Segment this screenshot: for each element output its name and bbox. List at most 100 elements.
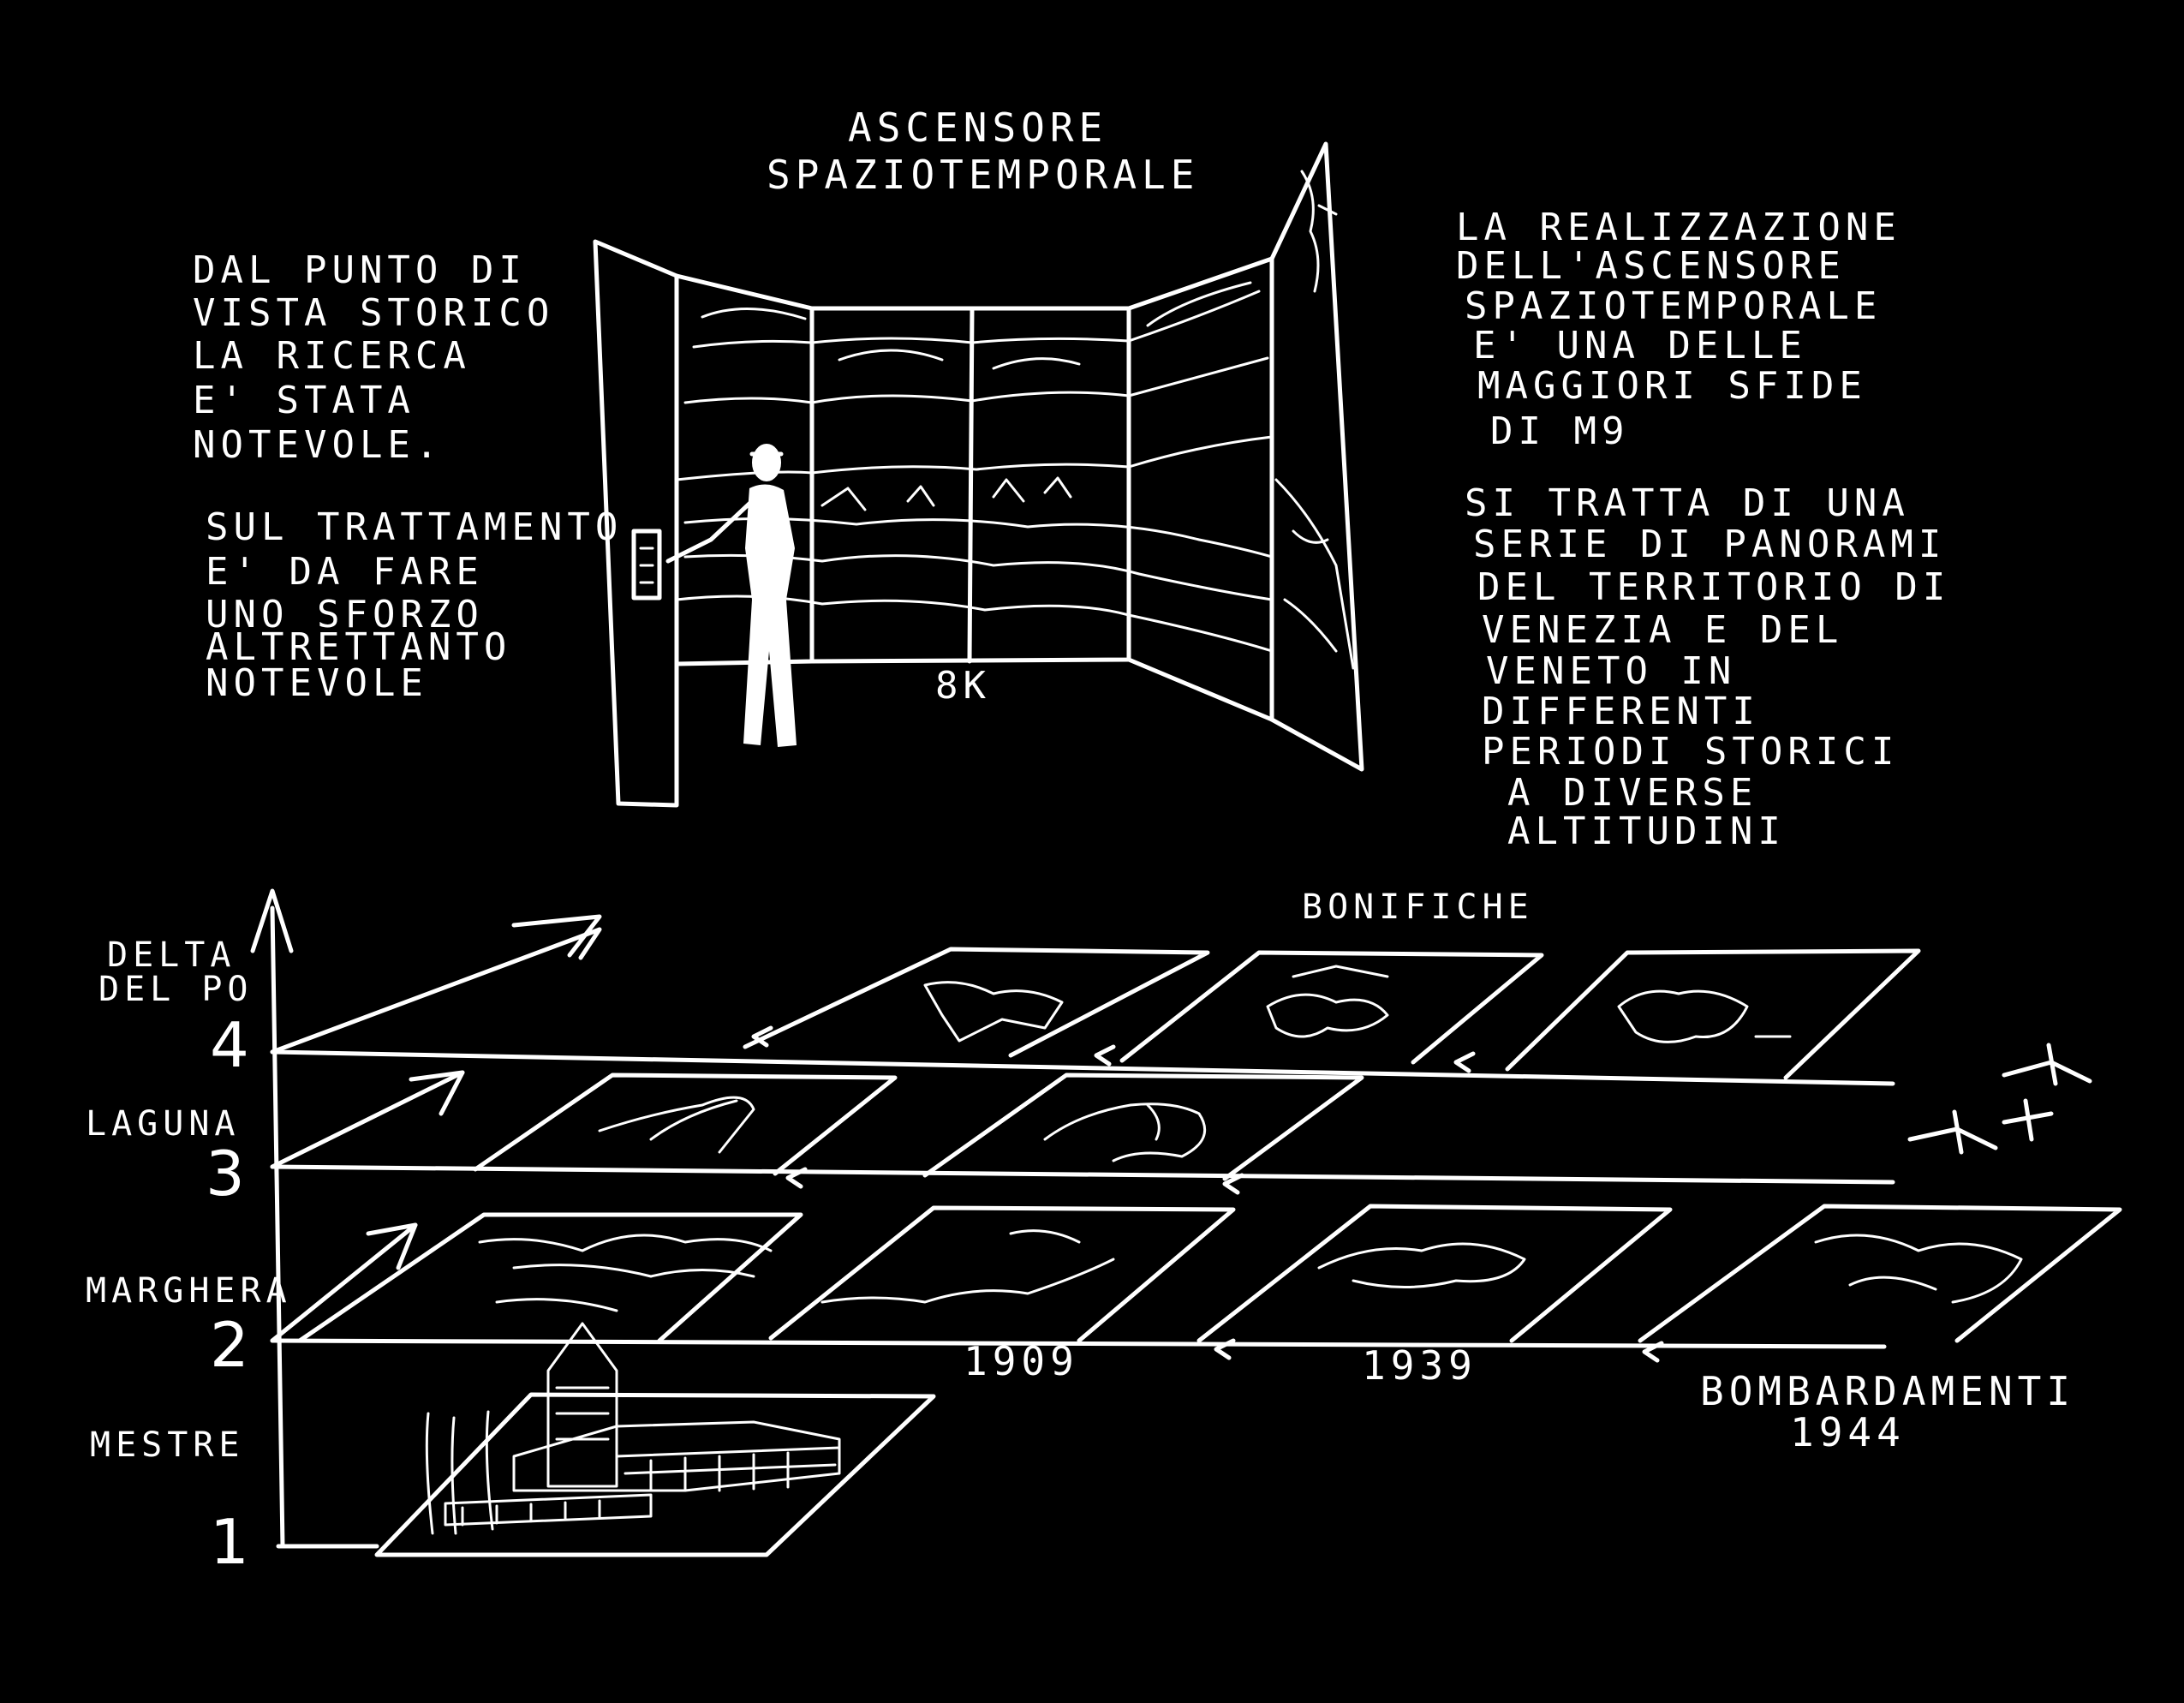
right-note-line: DEL TERRITORIO DI	[1477, 565, 1950, 609]
right-note-line: VENETO IN	[1486, 649, 1736, 693]
title-line-1: ASCENSORE	[848, 105, 1107, 151]
right-note: LA REALIZZAZIONE DELL'ASCENSORE SPAZIOTE…	[1456, 206, 1950, 853]
level-1-plane	[276, 1322, 936, 1557]
right-note-line: DI M9	[1490, 409, 1629, 453]
right-note-line: DELL'ASCENSORE	[1456, 244, 1846, 288]
depth-arrow-head	[409, 1070, 465, 1116]
left-note-line: E' DA FARE	[206, 550, 484, 594]
map-tile	[768, 1205, 1236, 1343]
year-label: 1939	[1362, 1342, 1477, 1389]
flow-arrow	[1214, 1338, 1664, 1363]
panorama-horizon	[675, 435, 1274, 481]
time-line	[270, 1164, 1895, 1185]
right-note-line: SI TRATTA DI UNA	[1465, 481, 1910, 525]
time-line	[270, 1049, 1895, 1086]
left-note-line: NOTEVOLE	[206, 661, 428, 705]
room-right-panel	[1126, 256, 1274, 722]
right-note-line: SERIE DI PANORAMI	[1473, 523, 1946, 566]
map-tile	[297, 1212, 803, 1343]
right-note-line: DIFFERENTI	[1482, 690, 1760, 733]
depth-arrow	[270, 1070, 465, 1169]
level-4-plane: BONIFICHE	[270, 887, 1921, 1086]
map-tile	[1505, 948, 1921, 1080]
person-figure	[665, 444, 797, 747]
left-note-line: VISTA STORICO	[193, 291, 554, 335]
room-left-wing	[593, 239, 679, 808]
map-tile	[743, 947, 1210, 1058]
map-sketch	[1266, 965, 1389, 1038]
map-tile	[473, 1073, 898, 1176]
right-note-line: ALTITUDINI	[1507, 810, 1786, 853]
level-number: 2	[210, 1309, 249, 1381]
map-sketch	[1317, 1242, 1526, 1288]
left-note-line: SUL TRATTAMENTO	[206, 505, 623, 549]
bonifiche-label: BONIFICHE	[1302, 887, 1534, 927]
panorama-coast	[1274, 478, 1355, 670]
time-line	[270, 1338, 1887, 1349]
depth-arrow	[270, 927, 602, 1055]
right-note-line: SPAZIOTEMPORALE	[1465, 284, 1882, 328]
level-name: DELTA	[107, 935, 236, 975]
map-tile	[1196, 1204, 1673, 1343]
right-note-line: MAGGIORI SFIDE	[1477, 364, 1867, 408]
map-sketch	[478, 1234, 773, 1312]
right-note-line: A DIVERSE	[1507, 771, 1757, 815]
depth-arrow	[270, 1222, 418, 1343]
flow-arrow	[751, 1025, 1476, 1073]
right-note-line: E' UNA DELLE	[1473, 324, 1807, 367]
level-labels: DELTA DEL PO 4 LAGUNA 3 MARGHERA 2 MESTR…	[86, 935, 292, 1578]
level-name: LAGUNA	[86, 1104, 241, 1144]
map-tile	[1119, 950, 1544, 1065]
right-note-line: PERIODI STORICI	[1482, 730, 1899, 774]
year-label: 1944	[1790, 1409, 1906, 1455]
room-center-seam	[967, 306, 975, 664]
title-block: ASCENSORE SPAZIOTEMPORALE	[767, 105, 1199, 198]
right-note-line: VENEZIA E DEL	[1482, 608, 1843, 652]
level-name: MARGHERA	[86, 1271, 292, 1311]
level-number: 3	[206, 1138, 245, 1210]
room-right-wing	[1269, 141, 1364, 772]
depth-arrow-head	[366, 1222, 418, 1270]
room-left-panel	[674, 273, 815, 666]
bomb-marks	[1907, 1043, 2092, 1155]
right-note-line: LA REALIZZAZIONE	[1456, 206, 1901, 249]
map-sketch	[820, 1229, 1115, 1304]
level-name: MESTRE	[90, 1425, 245, 1465]
title-line-2: SPAZIOTEMPORALE	[767, 152, 1199, 198]
panorama-sky-line	[692, 290, 1261, 349]
level-2-plane: 1909 1939 BOMBARDAMENTI 1944	[270, 1043, 2122, 1455]
level-name: DEL PO	[98, 970, 254, 1009]
map-sketch	[1814, 1234, 2023, 1304]
elevator-control-panel	[631, 529, 662, 601]
axis-arrowhead	[250, 888, 294, 953]
map-sketch	[598, 1096, 755, 1154]
left-note-line: E' STATA	[193, 379, 415, 422]
panorama-sky-line	[683, 356, 1269, 404]
panorama-cloud	[701, 281, 1252, 370]
axis-line	[270, 905, 285, 1549]
map-tile	[922, 1073, 1364, 1181]
map-tile	[374, 1392, 936, 1557]
level-3-plane	[270, 1070, 1895, 1195]
left-note-line: UNO SFORZO	[206, 593, 484, 636]
building-sketch	[425, 1322, 841, 1535]
map-sketch	[1043, 1102, 1207, 1162]
depth-arrow-head	[511, 914, 602, 958]
altitude-axis	[250, 888, 294, 1549]
left-note-line: ALTRETTANTO	[206, 625, 511, 669]
panorama-room: 8K	[593, 141, 1364, 808]
panorama-coast	[1300, 170, 1338, 293]
year-label: BOMBARDAMENTI	[1700, 1368, 2075, 1414]
flow-arrow	[785, 1167, 1244, 1195]
screen-resolution-label: 8K	[935, 664, 991, 708]
map-sketch	[1617, 989, 1792, 1043]
panorama-water	[820, 476, 1072, 511]
left-note-line: LA RICERCA	[193, 334, 471, 378]
map-tile	[1638, 1204, 2122, 1343]
left-note-line: DAL PUNTO DI	[193, 248, 527, 292]
year-label: 1909	[964, 1338, 1079, 1384]
map-sketch	[923, 981, 1064, 1043]
level-number: 4	[210, 1009, 249, 1081]
level-number: 1	[210, 1506, 249, 1578]
